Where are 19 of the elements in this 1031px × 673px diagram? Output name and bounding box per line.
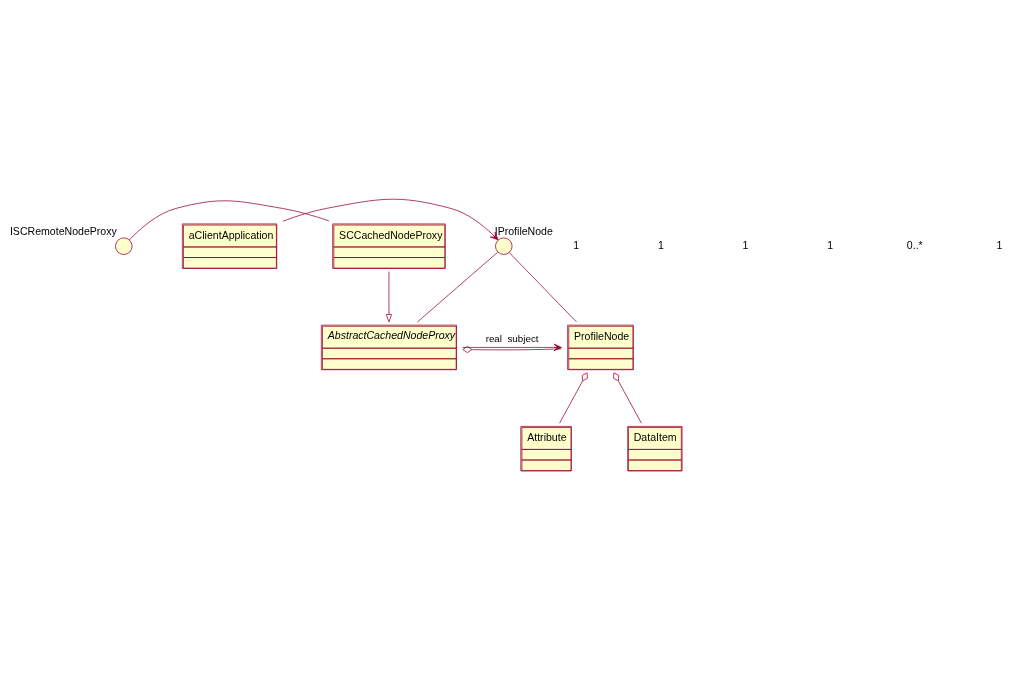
label: 0..* [906,239,923,251]
label: 1 [742,239,749,251]
label: 1 [827,239,834,251]
node-circle [115,237,133,255]
connector [462,346,562,353]
node-circle [495,237,513,255]
edge-label: real subject [485,333,539,345]
connector [416,251,498,323]
label: 1 [996,239,1003,251]
connector [508,252,577,323]
arrow [385,271,392,323]
arrow [282,198,499,241]
connector [559,372,588,424]
connector [613,372,642,424]
label: 1 [657,239,664,251]
connector [129,200,330,241]
node-label: ISCRemoteNodeProxy [9,225,117,238]
label: 1 [573,239,580,251]
node-label: IProfileNode [494,225,553,238]
